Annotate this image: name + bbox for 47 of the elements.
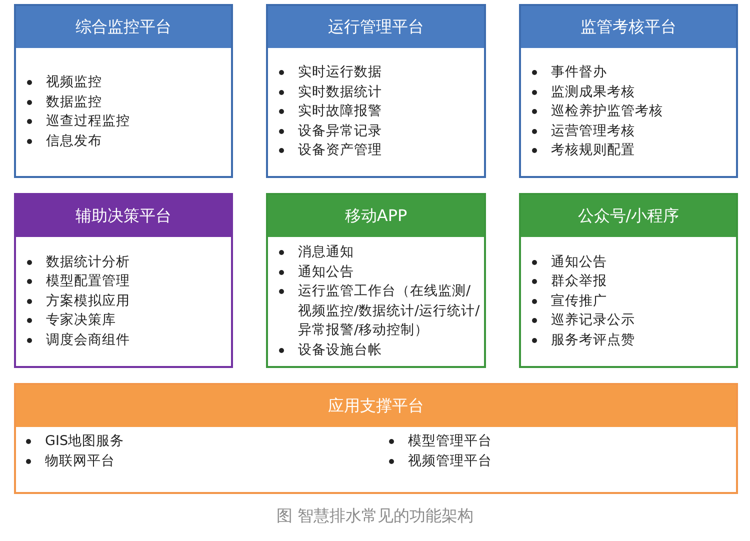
list-item: GIS地图服务 (45, 432, 126, 451)
list-item: 方案模拟应用 (46, 292, 131, 311)
panel-title: 公众号/小程序 (521, 195, 736, 237)
list-item: 模型管理平台 (408, 432, 493, 451)
list-item: 视频管理平台 (408, 452, 493, 470)
list-item: 实时故障报警 (298, 102, 383, 122)
platform-panel (14, 4, 233, 178)
list-item: 数据监控 (46, 92, 103, 112)
platform-panel (266, 4, 486, 178)
list-item: 巡养记录公示 (551, 311, 636, 330)
list-item: 设备资产管理 (298, 141, 383, 160)
panel-title: 运行管理平台 (268, 6, 484, 48)
platform-panel (14, 193, 233, 368)
panel-title: 监管考核平台 (521, 6, 736, 48)
list-item: 专家决策库 (46, 311, 117, 330)
figure-caption: 图 智慧排水常见的功能架构 (276, 506, 474, 525)
list-item: 运行监管工作台（在线监测/视频监控/数据统计/运行统计/异常报警/移动控制） (298, 282, 481, 340)
list-item: 设备设施台帐 (298, 340, 383, 360)
list-item: 巡检养护监管考核 (551, 102, 664, 122)
list-item: 模型配置管理 (46, 272, 131, 292)
list-item: 巡查过程监控 (46, 112, 131, 131)
list-item: 设备异常记录 (298, 122, 383, 141)
list-item: 实时运行数据 (298, 63, 383, 82)
list-item: 事件督办 (551, 63, 608, 82)
panel-title: 移动APP (268, 195, 484, 237)
platform-panel (266, 193, 486, 368)
list-item: 调度会商组件 (46, 330, 131, 350)
panel-title: 应用支撑平台 (16, 385, 736, 427)
platform-panel (14, 383, 738, 494)
list-item: 数据统计分析 (46, 252, 131, 272)
list-item: 消息通知 (298, 243, 355, 262)
platform-panel (519, 193, 738, 368)
list-item: 考核规则配置 (551, 141, 636, 160)
list-item: 实时数据统计 (298, 82, 383, 102)
list-item: 运营管理考核 (551, 122, 636, 141)
list-item: 信息发布 (46, 132, 103, 150)
list-item: 通知公告 (298, 262, 355, 282)
list-item: 通知公告 (551, 252, 608, 272)
panel-title: 综合监控平台 (16, 6, 231, 48)
panel-title: 辅助决策平台 (16, 195, 231, 237)
platform-panel (519, 4, 738, 178)
list-item: 监测成果考核 (551, 82, 636, 102)
list-item: 群众举报 (551, 272, 608, 292)
list-item: 物联网平台 (45, 452, 116, 470)
list-item: 视频监控 (46, 73, 103, 92)
list-item: 宣传推广 (551, 292, 608, 311)
list-item: 服务考评点赞 (551, 330, 636, 350)
